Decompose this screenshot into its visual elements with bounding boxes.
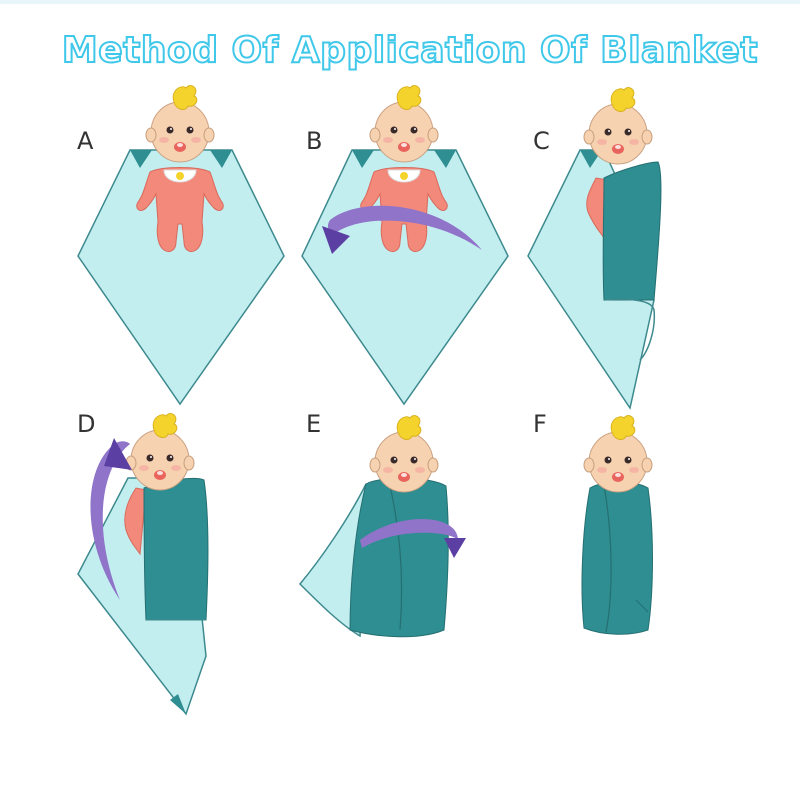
step-c-illustration [527,87,662,410]
step-f-baby-head [583,415,653,493]
step-f-wrap [581,481,653,635]
step-b-corner-left [352,150,374,168]
step-d-baby-arm [124,487,147,556]
step-e-illustration [298,415,466,638]
step-d-arrow [90,441,130,600]
step-e-blanket [298,483,367,638]
step-label-e: E [306,410,322,438]
step-label-a: A [77,127,94,155]
step-e-arrow-head [444,538,466,558]
step-a-corner-left [130,150,152,168]
step-e-arrow [360,518,458,548]
step-e-wrap [349,477,449,638]
step-label-f: F [533,410,547,438]
step-d-fold [143,477,209,621]
step-c-fold [602,161,662,301]
step-label-d: D [77,410,96,438]
step-b-arrow [327,205,482,250]
step-label-c: C [533,127,550,155]
step-b-illustration [301,85,509,406]
step-f-illustration [581,415,653,635]
step-d-illustration [77,413,209,716]
step-d-arrow-head [104,438,132,470]
top-strip [0,0,800,4]
step-a-corner-right [210,150,232,168]
diagram-title: Method Of Application Of Blanket [61,29,759,72]
step-b-arrow-head [322,226,350,254]
step-d-corner-bottom [170,694,186,714]
step-label-b: B [306,127,323,155]
step-b-corner-right [434,150,456,168]
step-a-illustration [77,85,285,406]
